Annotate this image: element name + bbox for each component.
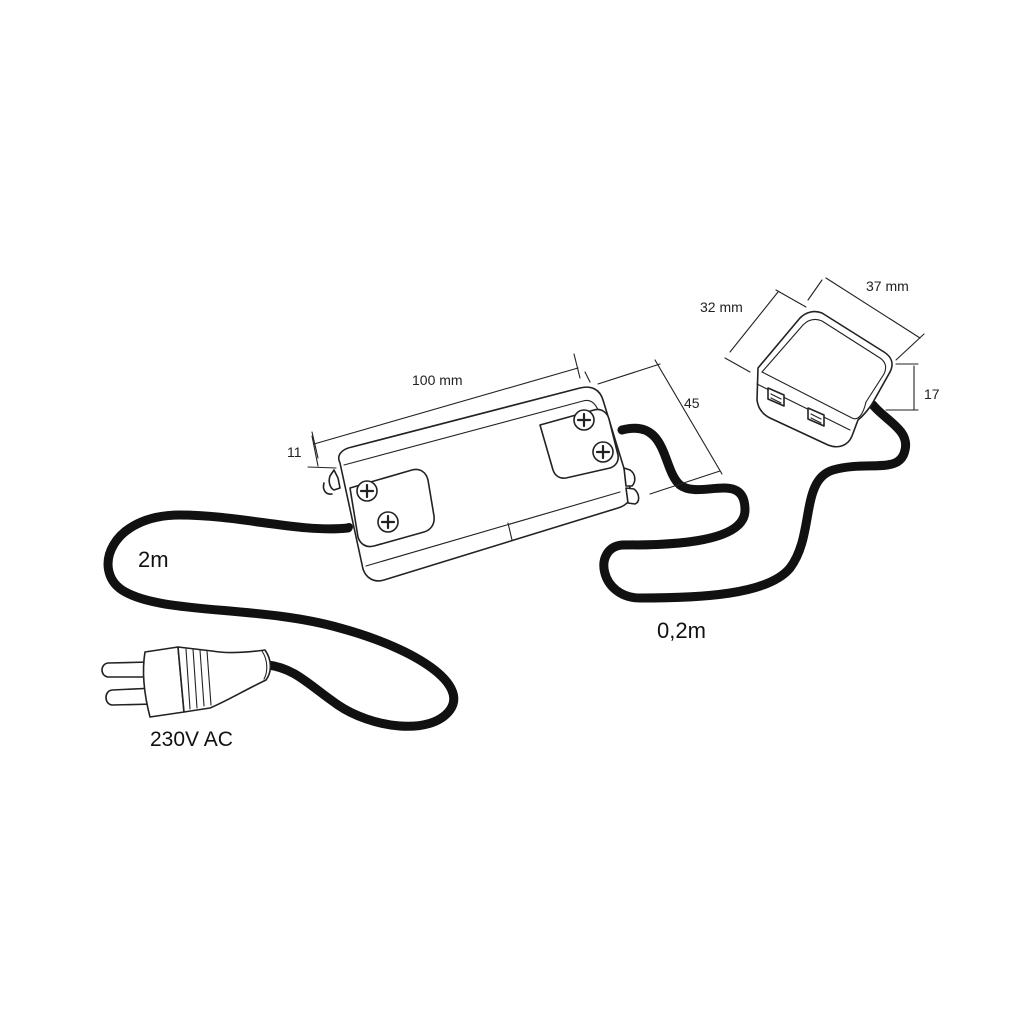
driver-bottom-edge — [365, 491, 621, 567]
left-clip — [328, 469, 341, 491]
junction-box — [756, 310, 893, 448]
label-supply-voltage: 230V AC — [150, 728, 233, 751]
screw — [592, 441, 614, 463]
screw — [573, 409, 595, 431]
plug-pin-bottom — [105, 687, 156, 706]
plug-rib — [199, 649, 205, 707]
label-box-height: 17 — [924, 386, 940, 402]
dimension-driver-width — [597, 359, 723, 495]
cable-entry — [345, 523, 353, 531]
label-driver-height: 11 — [287, 444, 302, 460]
dimension-box-height — [885, 363, 919, 411]
label-output-cable-length: 0,2m — [657, 618, 706, 643]
right-clip — [625, 487, 640, 505]
plug-body — [142, 646, 185, 718]
screw — [356, 480, 378, 502]
label-driver-width: 45 — [684, 395, 700, 411]
label-box-depth: 32 mm — [700, 299, 743, 315]
output-cable — [599, 400, 911, 603]
dimension-driver-height — [307, 435, 337, 469]
box-top-edge — [761, 318, 887, 403]
box-body — [756, 310, 893, 448]
driver-seam — [507, 522, 513, 541]
label-box-width: 37 mm — [866, 278, 909, 294]
plug-pin-top — [101, 661, 151, 678]
euro-plug — [101, 646, 272, 718]
box-top-edge — [761, 371, 867, 420]
screw — [377, 511, 399, 533]
left-clip — [322, 482, 333, 495]
dimension-box-width — [807, 277, 925, 361]
plug-cap-edge — [261, 650, 268, 680]
connector-socket — [807, 407, 825, 427]
dimension-box-depth — [724, 289, 807, 373]
mains-cable — [103, 510, 459, 731]
plug-rib — [192, 648, 198, 709]
driver-top-edge — [343, 399, 599, 466]
connector-socket — [767, 387, 785, 407]
label-driver-length: 100 mm — [412, 372, 463, 388]
label-mains-cable-length: 2m — [138, 547, 169, 572]
plug-rib — [206, 650, 212, 706]
right-clip — [623, 467, 636, 487]
dimension-driver-length — [311, 353, 591, 459]
plug-rib — [185, 648, 191, 710]
plug-collar — [177, 646, 272, 713]
led-driver — [322, 386, 640, 582]
